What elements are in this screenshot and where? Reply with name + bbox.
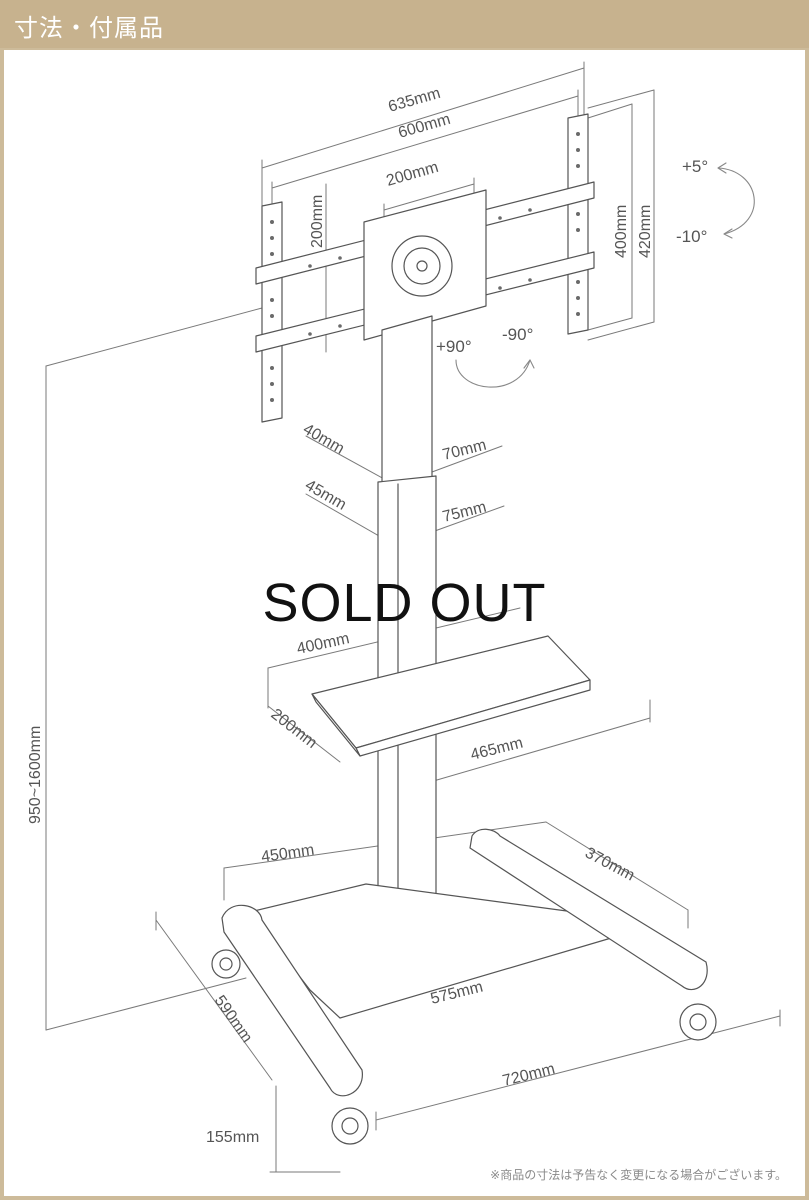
label-pole-lower-width: 75mm xyxy=(441,499,488,526)
label-pole-upper-depth: 40mm xyxy=(300,421,347,458)
label-mount-inner-width: 600mm xyxy=(396,111,452,142)
rotation-arrows xyxy=(455,162,755,388)
label-shelf-depth: 200mm xyxy=(268,706,321,752)
label-base-side-depth: 370mm xyxy=(582,845,637,885)
label-base-side-length: 590mm xyxy=(211,993,256,1046)
label-swivel-right: -90° xyxy=(502,325,533,344)
label-total-height: 950~1600mm xyxy=(27,726,44,824)
label-base-total-width: 720mm xyxy=(501,1060,557,1089)
dimension-disclaimer: ※商品の寸法は予告なく変更になる場合がございます。 xyxy=(490,1168,787,1182)
label-shelf-width: 400mm xyxy=(295,630,351,658)
media-shelf xyxy=(311,635,591,757)
label-swivel-left: +90° xyxy=(436,337,472,356)
label-shelf-length: 465mm xyxy=(469,734,525,763)
label-tilt-down: -10° xyxy=(676,227,707,246)
label-plate-height: 200mm xyxy=(309,195,326,248)
section-header: 寸法・付属品 xyxy=(0,0,809,48)
section-title: 寸法・付属品 xyxy=(14,14,164,42)
label-mount-outer-height: 420mm xyxy=(637,205,654,258)
label-base-front-width: 450mm xyxy=(260,842,315,866)
tv-stand-diagram: 635mm 600mm 200mm 200mm 400mm 420mm 40mm… xyxy=(27,61,781,1173)
bracket-holes xyxy=(270,132,580,402)
sold-out-overlay: SOLD OUT xyxy=(262,573,547,633)
label-pole-lower-depth: 45mm xyxy=(302,477,349,514)
label-tilt-up: +5° xyxy=(682,157,708,176)
stand-base xyxy=(211,828,717,1145)
diagram-canvas: 635mm 600mm 200mm 200mm 400mm 420mm 40mm… xyxy=(4,50,805,1196)
label-wheel-height: 155mm xyxy=(206,1129,259,1146)
label-mount-inner-height: 400mm xyxy=(613,205,630,258)
angle-labels: +5° -10° +90° -90° xyxy=(436,157,708,356)
label-mount-outer-width: 635mm xyxy=(386,85,442,116)
label-plate-width: 200mm xyxy=(384,159,440,190)
